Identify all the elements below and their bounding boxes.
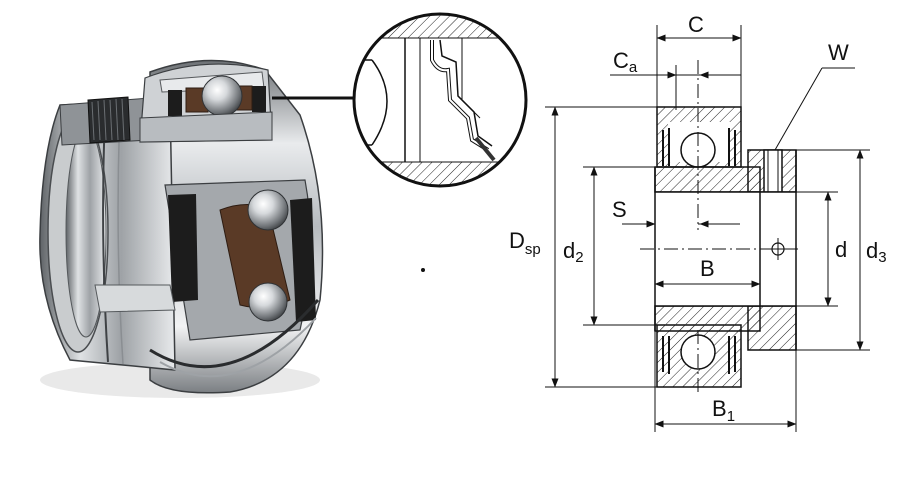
inner-ring-bottom bbox=[654, 305, 761, 332]
label-W: W bbox=[828, 40, 849, 65]
label-C: C bbox=[688, 12, 704, 37]
label-Dsp: Dsp bbox=[509, 228, 541, 258]
label-d: d bbox=[835, 237, 847, 262]
bearing-illustration bbox=[39, 59, 324, 398]
seal-detail-view bbox=[352, 12, 528, 188]
inner-ring-top bbox=[654, 166, 761, 193]
label-Ca: Ca bbox=[613, 48, 638, 76]
technical-drawing bbox=[545, 25, 870, 432]
label-d3: d3 bbox=[866, 238, 887, 266]
set-screw bbox=[763, 149, 783, 193]
label-B: B bbox=[700, 256, 715, 281]
collar-bottom bbox=[747, 305, 797, 351]
dimension-labels: C Ca W S Dsp d2 B d d3 B1 bbox=[509, 12, 887, 425]
label-d2: d2 bbox=[563, 238, 584, 266]
stray-dot bbox=[421, 268, 425, 272]
label-B1: B1 bbox=[712, 396, 735, 425]
label-S: S bbox=[612, 197, 627, 222]
